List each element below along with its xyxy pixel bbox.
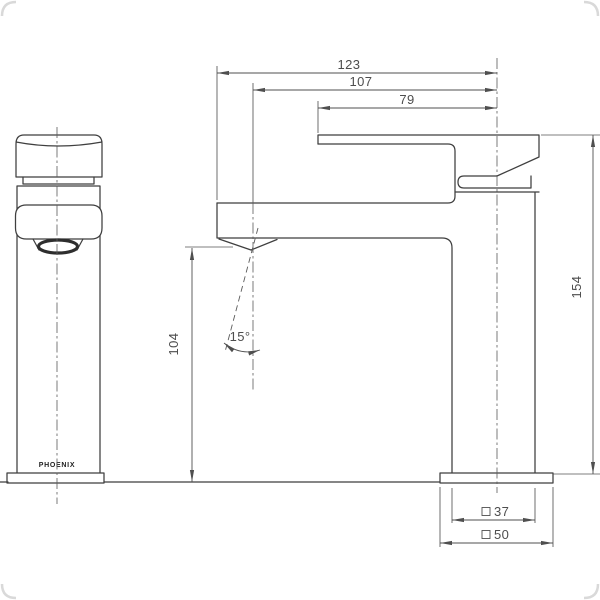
front-handle-block [15, 134, 103, 178]
square-symbol-icon [481, 507, 491, 516]
front-handle-top-curve [15, 141, 103, 147]
dim-body-section: 37 [452, 504, 535, 523]
extension-lines [185, 66, 600, 547]
dim-15deg-label: 15° [230, 329, 251, 344]
dim-spray-angle: 15° [223, 329, 261, 356]
dimensions: 123 107 79 154 104 15° [166, 57, 600, 547]
spray-angle-line [224, 227, 259, 353]
dim-37-label: 37 [494, 504, 509, 519]
front-trim-collar [22, 176, 95, 185]
dim-aerator-projection: 107 [253, 74, 497, 93]
square-symbol-icon [481, 530, 491, 539]
dim-154-label: 154 [569, 276, 584, 299]
dim-base-section: 50 [440, 527, 553, 546]
side-riser [454, 191, 540, 474]
side-view [216, 58, 554, 493]
dim-79-label: 79 [399, 92, 414, 107]
dim-spout-clearance: 104 [166, 248, 195, 482]
side-aerator-tip [218, 238, 278, 251]
front-base-plate [6, 472, 105, 484]
side-spout-arm-top [216, 143, 456, 204]
side-spout-arm-bottom [216, 202, 453, 474]
side-handle-lever [457, 175, 532, 189]
dim-107-label: 107 [350, 74, 373, 89]
front-spout-face [14, 204, 103, 240]
side-top-plate [317, 134, 540, 177]
dim-plate-projection: 79 [318, 92, 497, 111]
side-base-plate [439, 472, 554, 484]
dim-50-label: 50 [494, 527, 509, 542]
dim-123-label: 123 [338, 57, 361, 72]
dim-overall-projection: 123 [217, 57, 497, 76]
front-aerator-ring [36, 238, 80, 255]
dim-overall-height: 154 [569, 135, 596, 474]
front-view: PHOENIX [6, 127, 105, 504]
dim-104-label: 104 [166, 333, 181, 356]
